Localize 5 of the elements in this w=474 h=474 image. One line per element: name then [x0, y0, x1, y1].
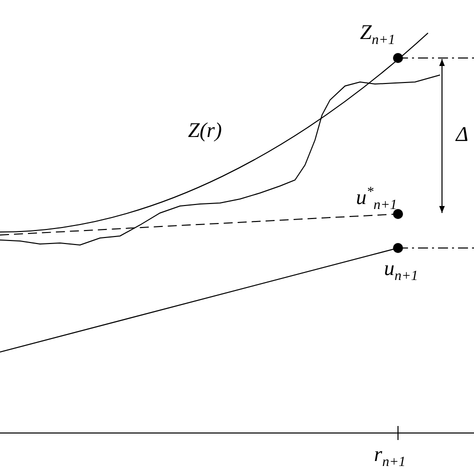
math-label: u$_{n+1}$: [384, 258, 418, 284]
math-label: r$_{n+1}$: [374, 444, 406, 470]
math-label: Δ: [456, 124, 468, 145]
math-label: Z(r): [188, 120, 222, 141]
math-label: Z$_{n+1}$: [360, 22, 396, 48]
